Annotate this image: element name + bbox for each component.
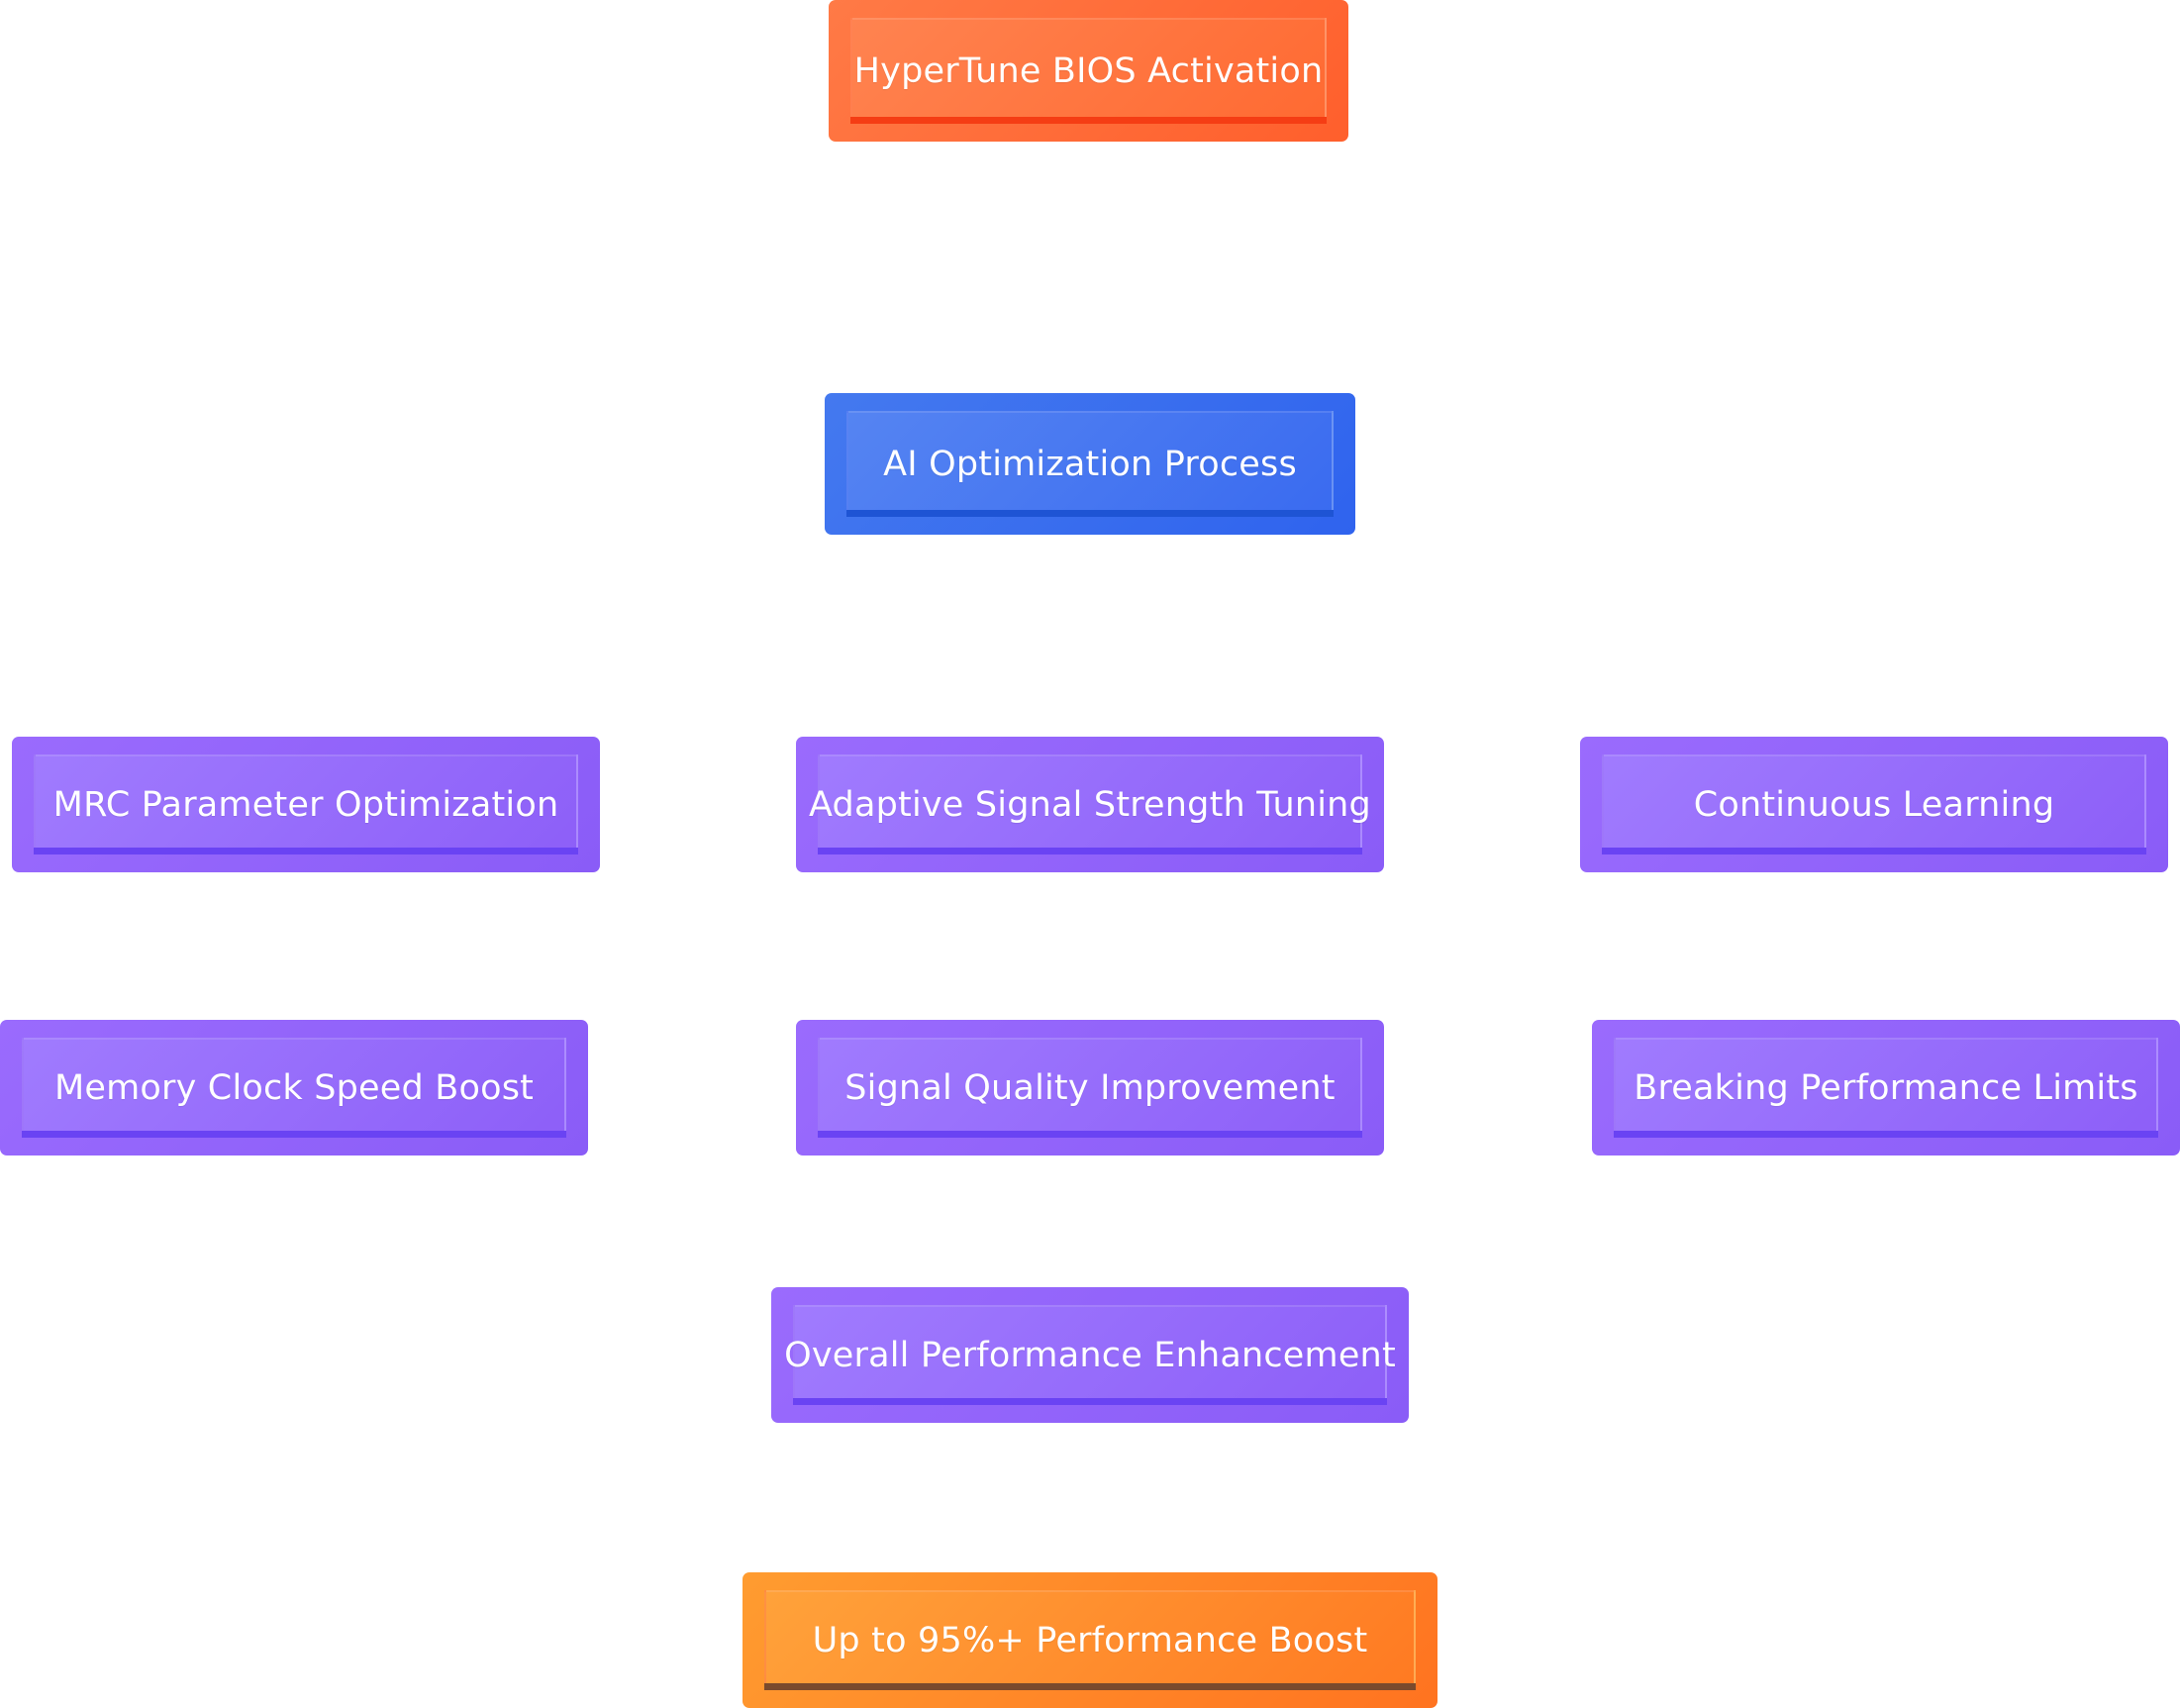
node-memory-clock-speed-boost: Memory Clock Speed Boost [0,1020,588,1155]
node-label: Signal Quality Improvement [844,1067,1336,1108]
node-ai-optimization-process: AI Optimization Process [825,393,1355,535]
node-hypertune-bios-activation: HyperTune BIOS Activation [829,0,1348,142]
node-label: Overall Performance Enhancement [784,1335,1396,1375]
node-overall-performance-enhancement: Overall Performance Enhancement [771,1287,1409,1423]
node-label: AI Optimization Process [883,444,1297,484]
node-label: Adaptive Signal Strength Tuning [809,784,1371,825]
node-adaptive-signal-strength-tuning: Adaptive Signal Strength Tuning [796,737,1384,872]
node-performance-boost-result: Up to 95%+ Performance Boost [743,1572,1437,1708]
node-label: Memory Clock Speed Boost [53,1067,535,1108]
node-breaking-performance-limits: Breaking Performance Limits [1592,1020,2180,1155]
node-label: Breaking Performance Limits [1634,1067,2138,1108]
node-label: Continuous Learning [1693,784,2055,825]
node-label: MRC Parameter Optimization [52,784,559,825]
node-mrc-parameter-optimization: MRC Parameter Optimization [12,737,600,872]
node-continuous-learning: Continuous Learning [1580,737,2168,872]
node-label: Up to 95%+ Performance Boost [812,1620,1368,1660]
node-signal-quality-improvement: Signal Quality Improvement [796,1020,1384,1155]
node-label: HyperTune BIOS Activation [853,50,1324,91]
